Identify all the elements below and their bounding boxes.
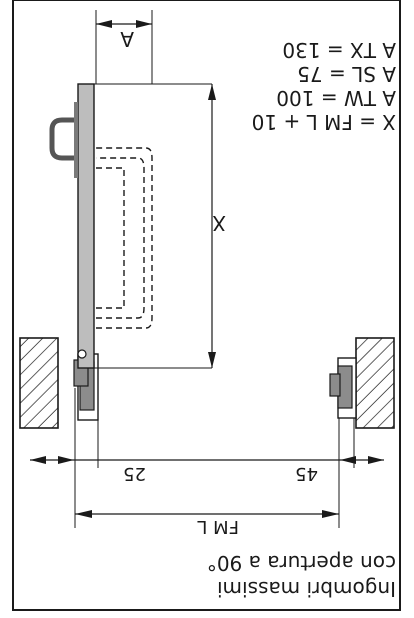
fm-arrow-left [322,510,339,518]
dashed-drawer [96,147,153,329]
gap-arrow-1 [340,456,356,464]
dashed-drawer-inner [96,157,145,319]
x-label: X [212,211,226,235]
drawing-content: Ingombri massimi con apertura a 90° FM L… [19,10,396,601]
gap-arrow-2 [368,456,384,464]
caption-line-2: con apertura a 90° [207,551,396,575]
door-panel [77,83,95,369]
dashed-drawer-core [96,167,125,309]
caption-line-1: Ingombri massimi [217,577,396,601]
gap-arrow-4 [30,456,46,464]
fm-label: FM L [197,516,239,537]
left-gap-label: 25 [123,463,146,484]
a-arrow-right [96,20,112,28]
a-label: A [120,27,134,51]
spec-line-4: A TX = 130 [282,38,396,62]
spec-line-2: A TW = 100 [276,86,396,110]
spec-line-3: A SL = 75 [297,62,396,86]
right-gap-label: 45 [295,463,318,484]
drawing-border [12,0,401,611]
panel-pivot [77,349,87,359]
x-arrow-bottom [208,84,216,100]
a-arrow-left [136,20,152,28]
gap-arrow-3 [58,456,74,464]
wall-left [355,337,395,429]
wall-right [19,337,59,429]
hinge-left [329,357,357,419]
handle-base [74,102,78,178]
door-handle [49,117,78,161]
fm-arrow-right [75,510,92,518]
x-arrow-top [208,352,216,368]
spec-line-1: X = FM L + 10 [252,110,396,134]
